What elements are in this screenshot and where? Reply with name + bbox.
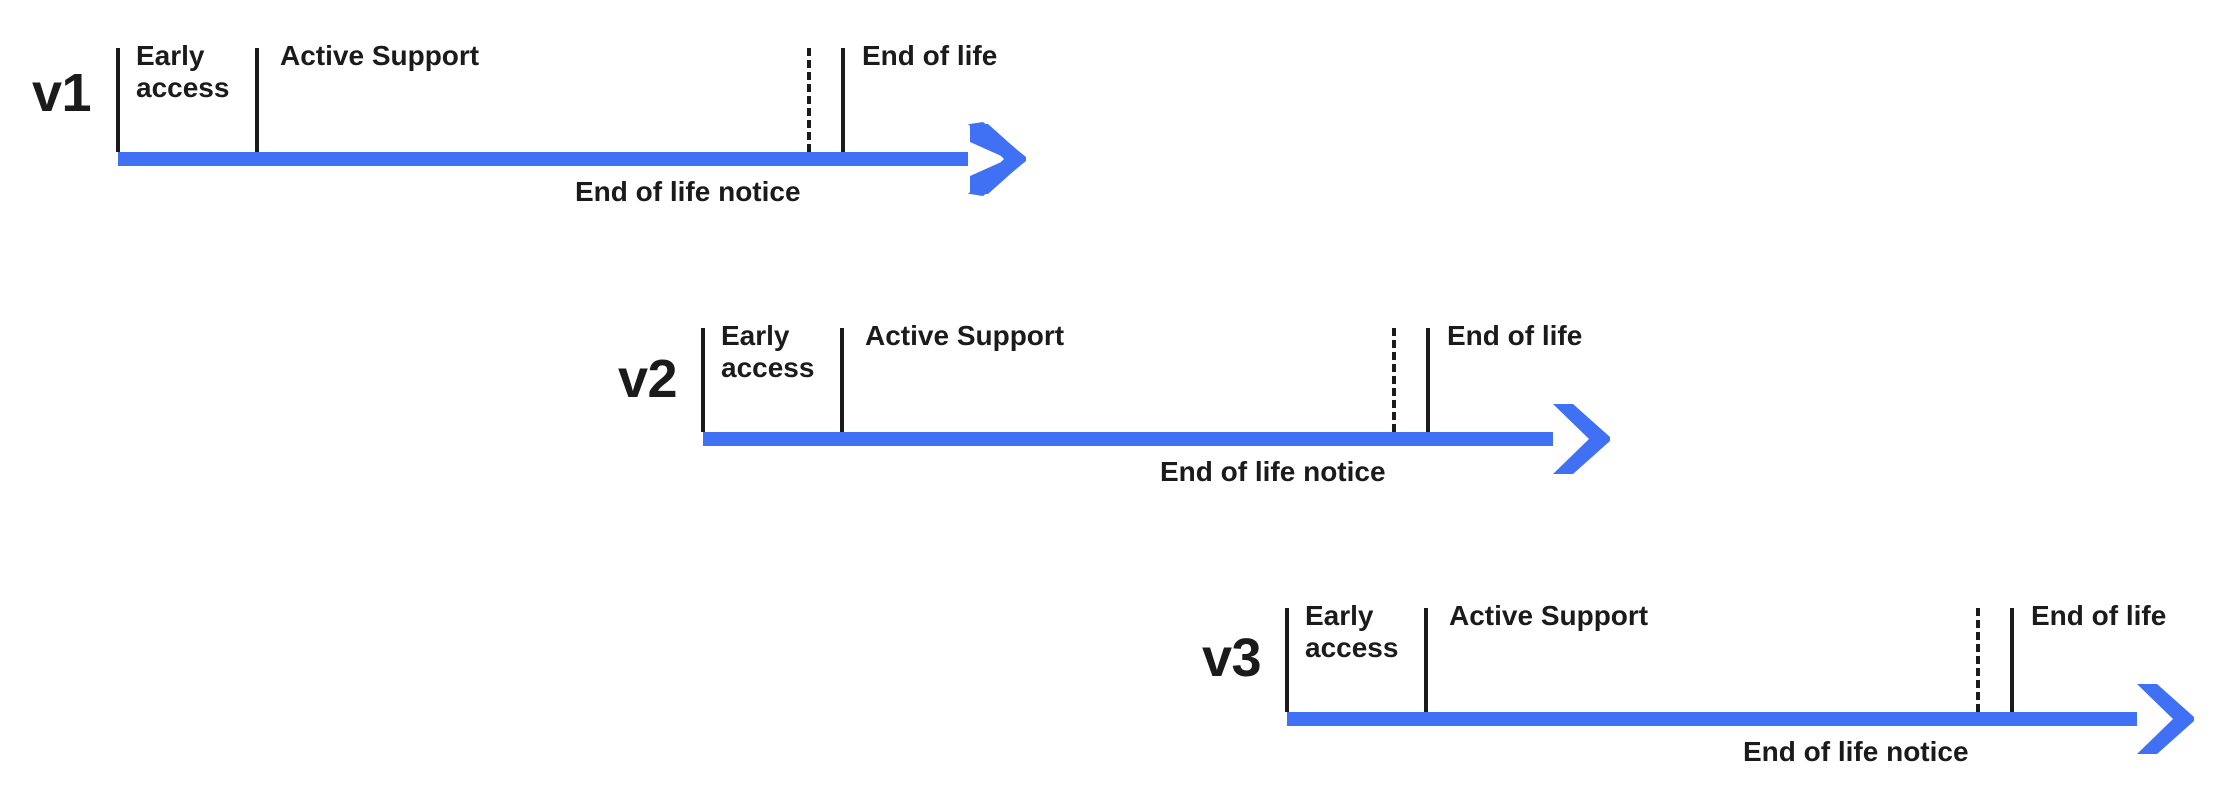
end-of-life-notice-label-v1: End of life notice xyxy=(575,176,801,207)
timeline-track-v2 xyxy=(703,432,1553,446)
phase-divider-early-access-start-v3 xyxy=(1285,608,1289,712)
version-label-v1: v1 xyxy=(32,63,92,123)
phase-label-active-support-v1: Active Support xyxy=(280,40,480,71)
timeline-track-v1 xyxy=(118,152,968,166)
phase-divider-early-access-start-v1 xyxy=(116,48,120,152)
version-label-v3: v3 xyxy=(1202,628,1262,688)
phase-divider-end-of-life-start-v3 xyxy=(2010,608,2014,712)
phase-divider-active-support-start-v1 xyxy=(255,48,259,152)
end-of-life-notice-label-v2: End of life notice xyxy=(1160,456,1386,487)
end-of-life-notice-marker-v1 xyxy=(807,48,811,152)
phase-label-end-of-life-v2: End of life xyxy=(1447,320,1583,351)
phase-divider-end-of-life-start-v2 xyxy=(1426,328,1430,432)
phase-label-active-support-v2: Active Support xyxy=(865,320,1065,351)
phase-label-active-support-v3: Active Support xyxy=(1449,600,1649,631)
timeline-arrowhead-v2 xyxy=(1553,404,1610,474)
phase-label-end-of-life-v3: End of life xyxy=(2031,600,2167,631)
phase-label-early-access-v3: Early access xyxy=(1305,600,1399,663)
end-of-life-notice-marker-v3 xyxy=(1976,608,1980,712)
end-of-life-notice-marker-v2 xyxy=(1392,328,1396,432)
phase-divider-early-access-start-v2 xyxy=(701,328,705,432)
phase-divider-active-support-start-v3 xyxy=(1424,608,1428,712)
phase-divider-end-of-life-start-v1 xyxy=(841,48,845,152)
end-of-life-notice-label-v3: End of life notice xyxy=(1743,736,1969,767)
phase-divider-active-support-start-v2 xyxy=(840,328,844,432)
timeline-arrowhead-v1 xyxy=(968,122,1026,196)
timeline-track-v3 xyxy=(1287,712,2137,726)
phase-label-end-of-life-v1: End of life xyxy=(862,40,998,71)
timeline-arrowhead-v3 xyxy=(2137,684,2194,754)
phase-label-early-access-v2: Early access xyxy=(721,320,815,383)
phase-label-early-access-v1: Early access xyxy=(136,40,230,103)
version-label-v2: v2 xyxy=(618,349,678,409)
